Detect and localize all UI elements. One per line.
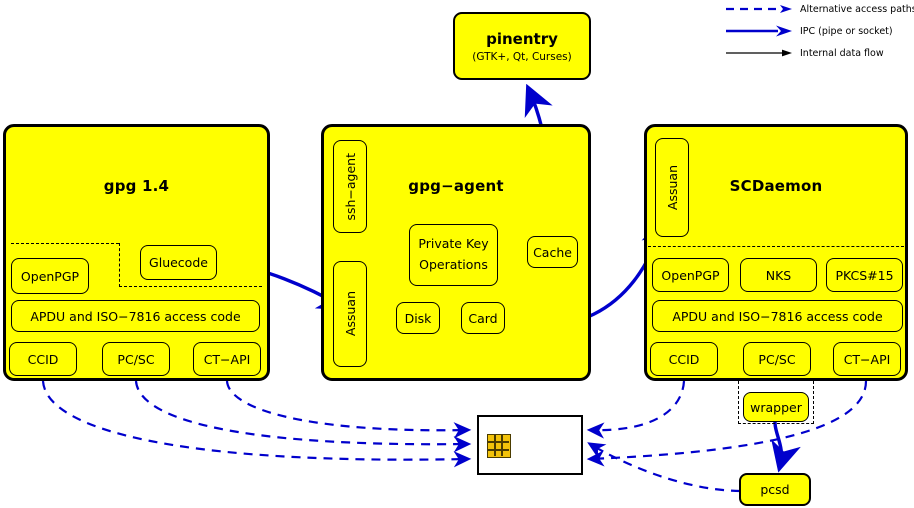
altpath-pcsd-to-card xyxy=(587,442,741,493)
gpg-apdu-label: APDU and ISO−7816 access code xyxy=(30,308,241,324)
scdaemon-dashed-divider xyxy=(648,246,904,247)
gpg-reader-pcsc-label: PC/SC xyxy=(117,351,155,367)
gpg-dashed-region-left xyxy=(11,243,119,287)
scdaemon-reader-ctapi[interactable]: CT−API xyxy=(833,342,901,376)
legend: Alternative access paths IPC (pipe or so… xyxy=(722,0,914,60)
gpg-agent-cache-box[interactable]: Cache xyxy=(527,236,578,268)
gpg-reader-ccid-label: CCID xyxy=(27,351,59,367)
scdaemon-app-nks-label: NKS xyxy=(765,267,792,283)
pinentry-title: pinentry xyxy=(486,29,558,48)
pinentry-subtitle: (GTK+, Qt, Curses) xyxy=(472,50,572,63)
gpg-gluecode-box[interactable]: Gluecode xyxy=(140,245,217,280)
legend-item-internal-flow: Internal data flow xyxy=(722,44,914,62)
gpg-agent-assuan-label: Assuan xyxy=(342,291,358,337)
pcsd-label: pcsd xyxy=(760,482,790,497)
legend-item-ipc: IPC (pipe or socket) xyxy=(722,22,914,40)
smartcard-chip-line-h1 xyxy=(487,441,509,443)
gpg-agent-card-box[interactable]: Card xyxy=(461,302,505,334)
gpg-agent-ssh-agent-label: ssh−agent xyxy=(342,152,358,221)
smartcard-chip-line-h2 xyxy=(487,449,509,451)
scdaemon-app-pkcs15[interactable]: PKCS#15 xyxy=(826,258,903,292)
legend-label-ipc: IPC (pipe or socket) xyxy=(800,25,893,37)
wrapper-box[interactable]: wrapper xyxy=(743,392,809,422)
gpg-openpgp-box[interactable]: OpenPGP xyxy=(11,258,89,294)
gpg-openpgp-label: OpenPGP xyxy=(20,268,80,284)
smartcard-chip-line-v1 xyxy=(494,434,496,456)
gpg-agent-ssh-agent-box[interactable]: ssh−agent xyxy=(333,140,367,233)
scdaemon-reader-ccid[interactable]: CCID xyxy=(650,342,718,376)
scdaemon-app-openpgp[interactable]: OpenPGP xyxy=(652,258,729,292)
altpath-gpg-ccid-to-card xyxy=(41,380,472,468)
gpg-apdu-box[interactable]: APDU and ISO−7816 access code xyxy=(11,300,260,332)
pcsd-box[interactable]: pcsd xyxy=(739,473,811,506)
legend-label-alt-paths: Alternative access paths xyxy=(800,3,914,15)
gpg-box[interactable]: gpg 1.4 xyxy=(3,124,270,381)
smartcard-chip-icon xyxy=(487,434,511,458)
scdaemon-reader-ccid-label: CCID xyxy=(668,351,700,367)
legend-label-internal-flow: Internal data flow xyxy=(800,47,884,59)
pinentry-box[interactable]: pinentry (GTK+, Qt, Curses) xyxy=(453,12,591,80)
gpg-reader-ctapi[interactable]: CT−API xyxy=(193,342,261,376)
altpath-gpg-ctapi-to-card xyxy=(225,380,472,439)
gpg-reader-pcsc[interactable]: PC/SC xyxy=(102,342,170,376)
legend-item-alt-paths: Alternative access paths xyxy=(722,0,914,18)
wrapper-dashed-region xyxy=(738,381,814,424)
gpg-dashed-region-right xyxy=(119,243,262,287)
scdaemon-app-openpgp-label: OpenPGP xyxy=(661,267,720,283)
legend-dashed-arrow-icon xyxy=(722,2,796,16)
gpg-agent-title: gpg−agent xyxy=(408,177,504,195)
scdaemon-reader-ctapi-label: CT−API xyxy=(843,351,891,367)
gpg-agent-card-label: Card xyxy=(468,310,498,326)
scdaemon-title: SCDaemon xyxy=(729,177,823,195)
scdaemon-app-nks[interactable]: NKS xyxy=(740,258,817,292)
scdaemon-reader-pcsc[interactable]: PC/SC xyxy=(743,342,811,376)
gpg-agent-disk-box[interactable]: Disk xyxy=(396,302,440,334)
legend-solid-blue-arrow-icon xyxy=(722,24,796,38)
gpg-agent-pko-line2: Operations xyxy=(419,257,488,272)
scdaemon-apdu-label: APDU and ISO−7816 access code xyxy=(672,308,883,324)
scdaemon-app-pkcs15-label: PKCS#15 xyxy=(835,267,894,283)
scdaemon-apdu-box[interactable]: APDU and ISO−7816 access code xyxy=(652,300,903,332)
gpg-title: gpg 1.4 xyxy=(103,177,170,195)
gpg-agent-disk-label: Disk xyxy=(404,310,432,326)
gpg-gluecode-label: Gluecode xyxy=(149,255,208,270)
altpath-scd-ctapi-to-card xyxy=(586,380,868,467)
smartcard-chip-line-v2 xyxy=(501,434,503,456)
scdaemon-assuan-label: Assuan xyxy=(664,164,680,211)
gpg-agent-private-key-operations-box[interactable]: Private Key Operations xyxy=(409,224,498,286)
gpg-agent-assuan-box[interactable]: Assuan xyxy=(333,261,367,367)
scdaemon-reader-pcsc-label: PC/SC xyxy=(758,351,796,367)
gpg-reader-ccid[interactable]: CCID xyxy=(9,342,77,376)
altpath-gpg-pcsc-to-card xyxy=(134,380,472,453)
gpg-agent-cache-label: Cache xyxy=(533,244,572,260)
scdaemon-assuan-box[interactable]: Assuan xyxy=(655,138,689,237)
gpg-agent-pko-line1: Private Key xyxy=(418,236,489,252)
gpg-dashed-region-step xyxy=(119,243,120,287)
wrapper-label: wrapper xyxy=(750,399,802,415)
legend-black-arrow-icon xyxy=(722,46,796,60)
altpath-scd-ccid-to-card xyxy=(586,380,686,439)
gpg-reader-ctapi-label: CT−API xyxy=(203,351,251,367)
